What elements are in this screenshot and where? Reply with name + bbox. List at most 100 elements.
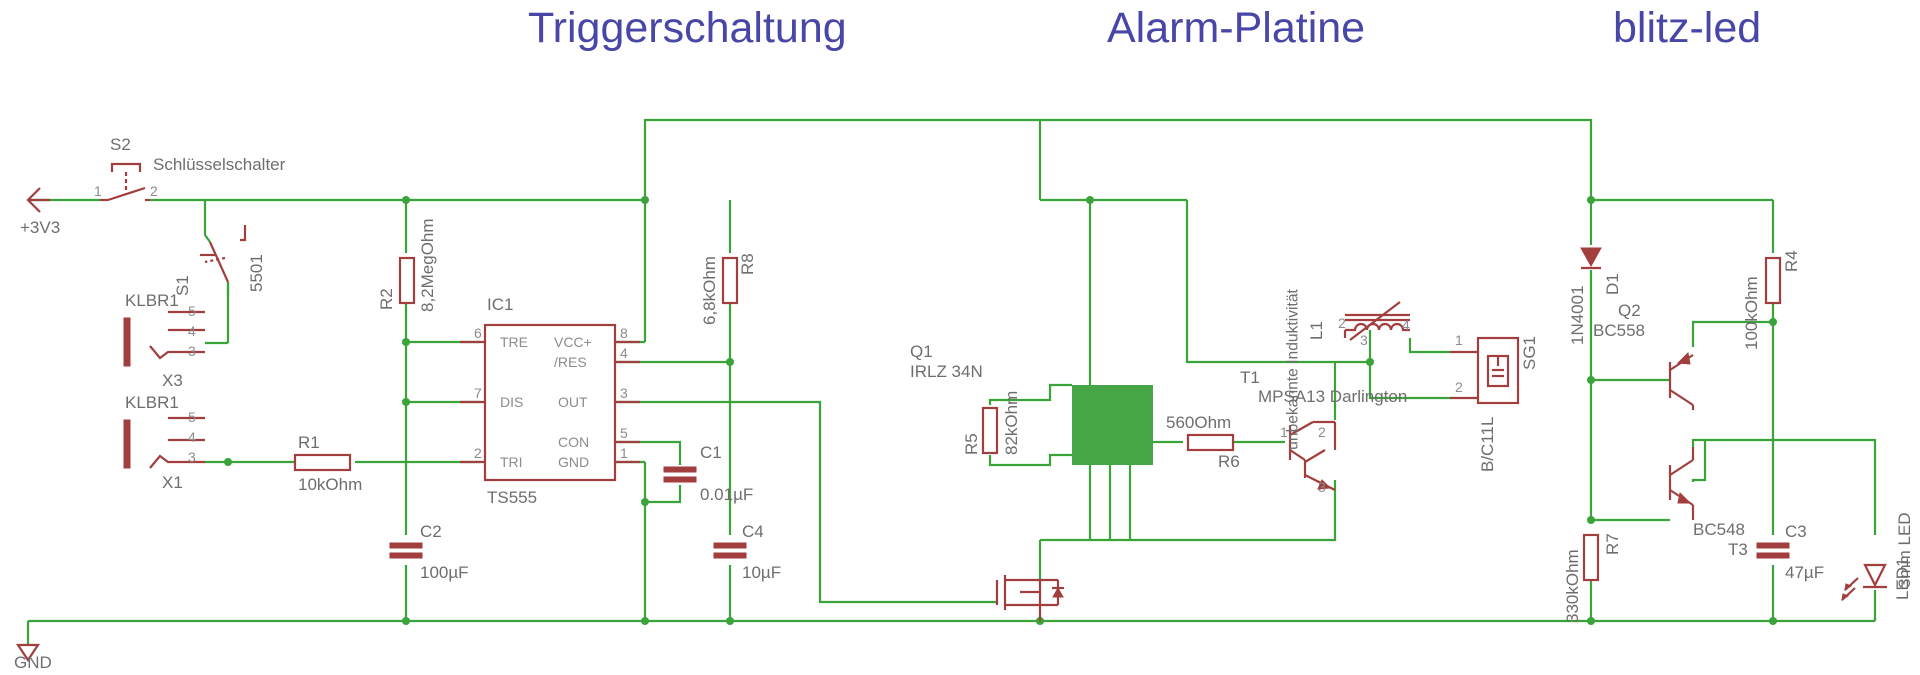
ic1-pin-5-name: CON bbox=[558, 434, 589, 450]
wires bbox=[26, 118, 1877, 645]
supply-label: +3V3 bbox=[20, 218, 60, 237]
r1-resistor-symbol bbox=[293, 453, 352, 472]
c2-capacitor-symbol bbox=[389, 542, 423, 559]
ic1-pin-4-name: /RES bbox=[554, 354, 587, 370]
led1-led-symbol bbox=[1841, 563, 1887, 602]
r7-resistor-symbol bbox=[1582, 533, 1600, 582]
q2-value: BC558 bbox=[1593, 321, 1645, 340]
t1-pin-2: 2 bbox=[1318, 424, 1326, 440]
junction-dots bbox=[224, 196, 1777, 625]
c1-ref: C1 bbox=[700, 443, 722, 462]
ic1-pin-1-num: 1 bbox=[620, 445, 628, 461]
section-title-alarm: Alarm-Platine bbox=[1107, 4, 1365, 52]
ic1-pin-1-name: GND bbox=[558, 454, 589, 470]
x3-pin-3: 3 bbox=[188, 343, 196, 359]
ic1-pin-2-num: 2 bbox=[474, 445, 482, 461]
x3-connector-symbol bbox=[123, 310, 205, 367]
sg1-buzzer-symbol bbox=[1450, 336, 1520, 405]
l1-value: unbekannte Induktivität bbox=[1284, 288, 1301, 449]
t1-value: MPSA13 Darlington bbox=[1258, 387, 1407, 406]
q2-pnp-transistor-symbol bbox=[1668, 351, 1695, 410]
c1-value: 0.01µF bbox=[700, 485, 753, 504]
s1-switch-symbol bbox=[200, 225, 247, 283]
t3-npn-transistor-symbol bbox=[1668, 447, 1695, 520]
x1-connector-symbol bbox=[123, 416, 205, 469]
s2-value: Schlüsselschalter bbox=[153, 155, 286, 174]
sg1-pin-2: 2 bbox=[1455, 379, 1463, 395]
ic1-pin-6-num: 6 bbox=[474, 325, 482, 341]
r7-value: 330kOhm bbox=[1563, 549, 1582, 623]
led1-ref: LED1 bbox=[1893, 557, 1912, 600]
r2-value: 8,2MegOhm bbox=[418, 218, 437, 312]
x1-ref: X1 bbox=[162, 473, 183, 492]
ic1-pin-4-num: 4 bbox=[620, 345, 628, 361]
d1-ref: D1 bbox=[1603, 273, 1622, 295]
x3-pin-4: 4 bbox=[188, 323, 196, 339]
sg1-pin-1: 1 bbox=[1455, 332, 1463, 348]
ic1-pin-3-num: 3 bbox=[620, 385, 628, 401]
r4-resistor-symbol bbox=[1764, 256, 1782, 305]
r6-value: 560Ohm bbox=[1166, 413, 1231, 432]
r2-resistor-symbol bbox=[398, 256, 416, 305]
r4-value: 100kOhm bbox=[1742, 276, 1761, 350]
ic1-pin-7-num: 7 bbox=[474, 385, 482, 401]
ic1-pin-3-name: OUT bbox=[558, 394, 588, 410]
s1-value: 5501 bbox=[247, 254, 266, 292]
supply-arrow-icon bbox=[26, 187, 50, 213]
ground-symbol-icon bbox=[15, 643, 41, 662]
sg1-ref: SG1 bbox=[1520, 336, 1539, 370]
c1-capacitor-symbol bbox=[663, 466, 697, 483]
c4-ref: C4 bbox=[742, 522, 764, 541]
d1-value: 1N4001 bbox=[1568, 285, 1587, 345]
ic1-pin-8-name: VCC+ bbox=[554, 334, 592, 350]
q1-mosfet-symbol bbox=[995, 575, 1064, 621]
r4-ref: R4 bbox=[1782, 250, 1801, 272]
c3-value: 47µF bbox=[1785, 563, 1824, 582]
t1-ref: T1 bbox=[1240, 368, 1260, 387]
s2-pin2: 2 bbox=[150, 183, 158, 199]
t3-value: BC548 bbox=[1693, 520, 1745, 539]
x1-pin-5: 5 bbox=[188, 409, 196, 425]
ground-label: GND bbox=[14, 653, 52, 672]
q1-ref: Q1 bbox=[910, 342, 933, 361]
l1-inductor-symbol bbox=[1343, 301, 1410, 341]
x1-value: KLBR1 bbox=[125, 393, 179, 412]
section-title-blitz: blitz-led bbox=[1613, 4, 1761, 52]
x3-value: KLBR1 bbox=[125, 291, 179, 310]
ic1-ref: IC1 bbox=[487, 295, 513, 314]
l1-ref: L1 bbox=[1307, 321, 1326, 340]
s2-switch-symbol bbox=[100, 162, 150, 202]
q1-value: IRLZ 34N bbox=[910, 362, 983, 381]
r5-ref: R5 bbox=[962, 433, 981, 455]
s2-pin1: 1 bbox=[94, 183, 102, 199]
c4-value: 10µF bbox=[742, 563, 781, 582]
t1-pin-1: 1 bbox=[1280, 424, 1288, 440]
x1-pin-3: 3 bbox=[188, 449, 196, 465]
r8-ref: R8 bbox=[738, 253, 757, 275]
ic1-value: TS555 bbox=[487, 488, 537, 507]
r7-ref: R7 bbox=[1603, 533, 1622, 555]
r6-ref: R6 bbox=[1218, 452, 1240, 471]
x3-pin-5: 5 bbox=[188, 303, 196, 319]
t3-ref: T3 bbox=[1728, 540, 1748, 559]
x3-ref: X3 bbox=[162, 371, 183, 390]
q2-ref: Q2 bbox=[1618, 301, 1641, 320]
alarm-module-block bbox=[1072, 385, 1153, 465]
l1-pin-3: 3 bbox=[1360, 332, 1368, 348]
c3-capacitor-symbol bbox=[1756, 542, 1790, 559]
r1-ref: R1 bbox=[298, 433, 320, 452]
c2-value: 100µF bbox=[420, 563, 469, 582]
x1-pin-4: 4 bbox=[188, 429, 196, 445]
r5-value: 82kOhm bbox=[1002, 391, 1021, 455]
c2-ref: C2 bbox=[420, 522, 442, 541]
r8-value: 6,8kOhm bbox=[700, 256, 719, 325]
r6-resistor-symbol bbox=[1186, 433, 1235, 452]
ic1-timer-symbol bbox=[460, 323, 640, 482]
l1-pin-2: 2 bbox=[1338, 315, 1346, 331]
led1-value: 3mm LED bbox=[1895, 512, 1914, 588]
ic1-pin-6-name: TRE bbox=[500, 334, 528, 350]
ic1-pin-7-name: DIS bbox=[500, 394, 523, 410]
r5-resistor-symbol bbox=[981, 406, 999, 455]
d1-diode-symbol bbox=[1580, 247, 1602, 270]
